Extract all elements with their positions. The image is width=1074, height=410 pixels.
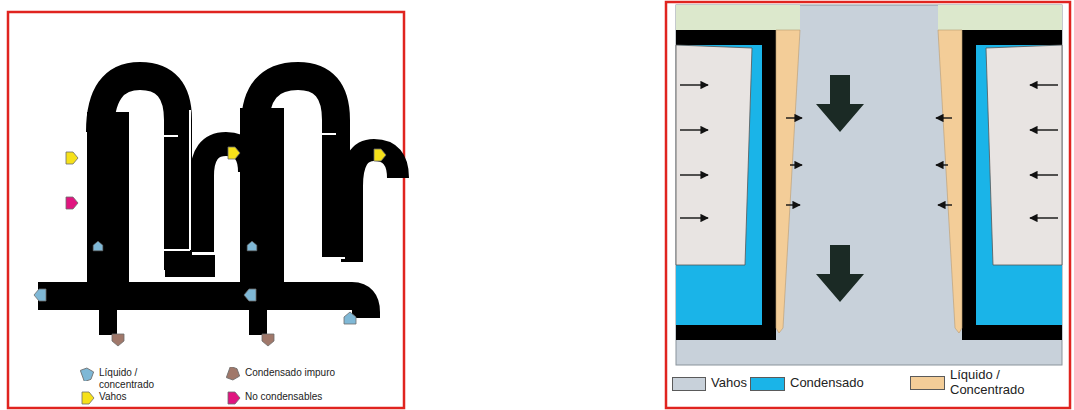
condensate-outlet: [249, 296, 267, 335]
legend-swatch: [672, 377, 706, 391]
legend-arrow-symbol: [226, 367, 242, 381]
legend-item: Líquido / concentrado: [80, 367, 161, 390]
legend-arrow: [226, 367, 241, 381]
evaporator-body: [240, 108, 284, 300]
legend-item: No condensables: [226, 391, 385, 405]
pipe-joint: [286, 133, 336, 135]
legend-item: Vahos: [80, 391, 161, 405]
liquid-film: [776, 30, 800, 333]
tube-wall-section: [676, 5, 802, 340]
vapour-gooseneck: [100, 76, 178, 270]
heat-arrow: [680, 174, 708, 175]
vapour-release-arrow: [790, 164, 802, 165]
vapour-arrow: [66, 152, 78, 164]
heat-arrow: [680, 217, 708, 218]
legend-arrow-symbol: [226, 391, 242, 405]
tube-wall: [676, 30, 776, 340]
legend-arrow: [228, 392, 240, 404]
condensate-arrow: [112, 334, 124, 346]
legend-arrow: [80, 367, 95, 381]
vapour-duct: [352, 150, 398, 262]
legend-text: Condensado impuro: [245, 367, 385, 379]
legend-swatch: [750, 377, 785, 391]
vapour-flow-arrow: [816, 75, 864, 132]
legend-text: Vahos: [99, 391, 161, 403]
legend-arrow: [82, 392, 94, 404]
flow-arrows: [34, 147, 386, 346]
evaporator-pipes: [38, 76, 398, 335]
vapour-flow-arrows: [816, 75, 864, 302]
pipe-joint: [286, 257, 345, 259]
tube-wall-section: [936, 5, 1062, 340]
legend-item: Condensado: [750, 376, 890, 391]
vapour-arrow: [228, 147, 240, 159]
legend-item: Condensado impuro: [226, 367, 385, 381]
separator: [165, 255, 215, 277]
vapour-flow-arrow: [816, 245, 864, 302]
evaporator-body: [87, 112, 129, 282]
vapour-arrow: [374, 149, 386, 161]
condensate-arrow: [262, 334, 274, 346]
liquid-arrow: [247, 241, 257, 251]
noncondensable-arrow: [66, 197, 78, 209]
legend-item: Líquido / Concentrado: [910, 368, 1038, 398]
panel-border: [8, 12, 404, 408]
heat-arrow: [680, 129, 708, 130]
legend-arrow-symbol: [80, 391, 96, 405]
legend-text: No condensables: [245, 391, 385, 403]
heat-arrow: [680, 84, 708, 85]
liquid-arrow: [344, 312, 356, 324]
vapour-gooseneck: [255, 76, 336, 258]
liquid-arrow: [34, 289, 46, 301]
liquid-inlet: [676, 5, 800, 30]
pipe-joint: [130, 249, 190, 251]
legend-arrow-symbol: [80, 367, 96, 381]
condensate-film: [676, 45, 762, 325]
vapour-release-arrow: [786, 117, 802, 118]
pipe-joint: [132, 135, 178, 137]
liquid-arrow: [244, 289, 256, 301]
legend-text: Líquido / concentrado: [99, 367, 161, 390]
pipe-joint: [189, 110, 191, 250]
vapour-space: [676, 5, 1062, 365]
panel-border: [666, 2, 1070, 408]
liquid-arrow: [93, 241, 103, 251]
legend-text: Condensado: [790, 376, 890, 391]
vapour-release-arrow: [786, 204, 800, 205]
heat-arrows: [680, 85, 802, 218]
legend-text: Líquido / Concentrado: [950, 368, 1038, 398]
pipe-joints: [130, 110, 345, 258]
legend-swatch: [910, 376, 945, 390]
steam-chamber: [676, 45, 752, 265]
condensate-outlet: [99, 296, 117, 335]
